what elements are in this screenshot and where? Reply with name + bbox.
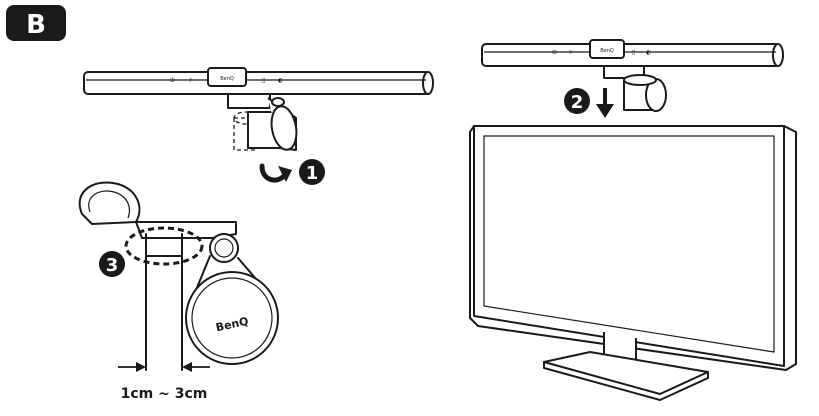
svg-text:▯: ▯ <box>632 49 635 56</box>
dimension-arrow-icon <box>118 362 210 372</box>
monitor-stand <box>543 351 709 395</box>
step-2-marker: 2 <box>564 88 590 114</box>
step-3-label: 3 <box>106 255 119 276</box>
step-1-marker: 1 <box>299 159 325 185</box>
svg-text:▯: ▯ <box>262 77 265 84</box>
clip-detail-figure: BenQ 3 1cm ~ 3cm <box>78 181 279 402</box>
section-badge-label: B <box>26 10 46 40</box>
svg-text:☼: ☼ <box>568 49 574 56</box>
dimension-label: 1cm ~ 3cm <box>121 386 208 402</box>
bar-brand-label: BenQ <box>220 76 234 82</box>
control-panel <box>207 67 247 87</box>
gap-highlight <box>124 226 204 266</box>
svg-text:☼: ☼ <box>188 77 194 84</box>
svg-text:◐: ◐ <box>646 49 651 56</box>
clip-head <box>185 271 279 365</box>
svg-text:⏻: ⏻ <box>170 77 175 84</box>
monitor-light-bar <box>481 43 781 67</box>
monitor-bar-brand-label: BenQ <box>600 48 614 54</box>
step-1-label: 1 <box>306 163 319 184</box>
rotate-arrow-icon <box>259 163 292 183</box>
clip-hook <box>78 181 141 223</box>
mount-block <box>227 93 271 109</box>
section-badge: B <box>6 5 66 41</box>
step-3-marker: 3 <box>99 251 125 277</box>
svg-text:◐: ◐ <box>278 77 283 84</box>
light-bar <box>83 71 431 95</box>
monitor <box>469 125 797 401</box>
monitor-figure: BenQ ⏻ ☼ ▯ ◐ 2 <box>469 39 797 401</box>
svg-text:⏻: ⏻ <box>552 49 557 56</box>
down-arrow-icon <box>596 88 614 118</box>
lamp-rotate-figure: BenQ ⏻ ☼ ▯ ◐ 1 <box>83 67 434 185</box>
step-2-label: 2 <box>571 92 584 113</box>
